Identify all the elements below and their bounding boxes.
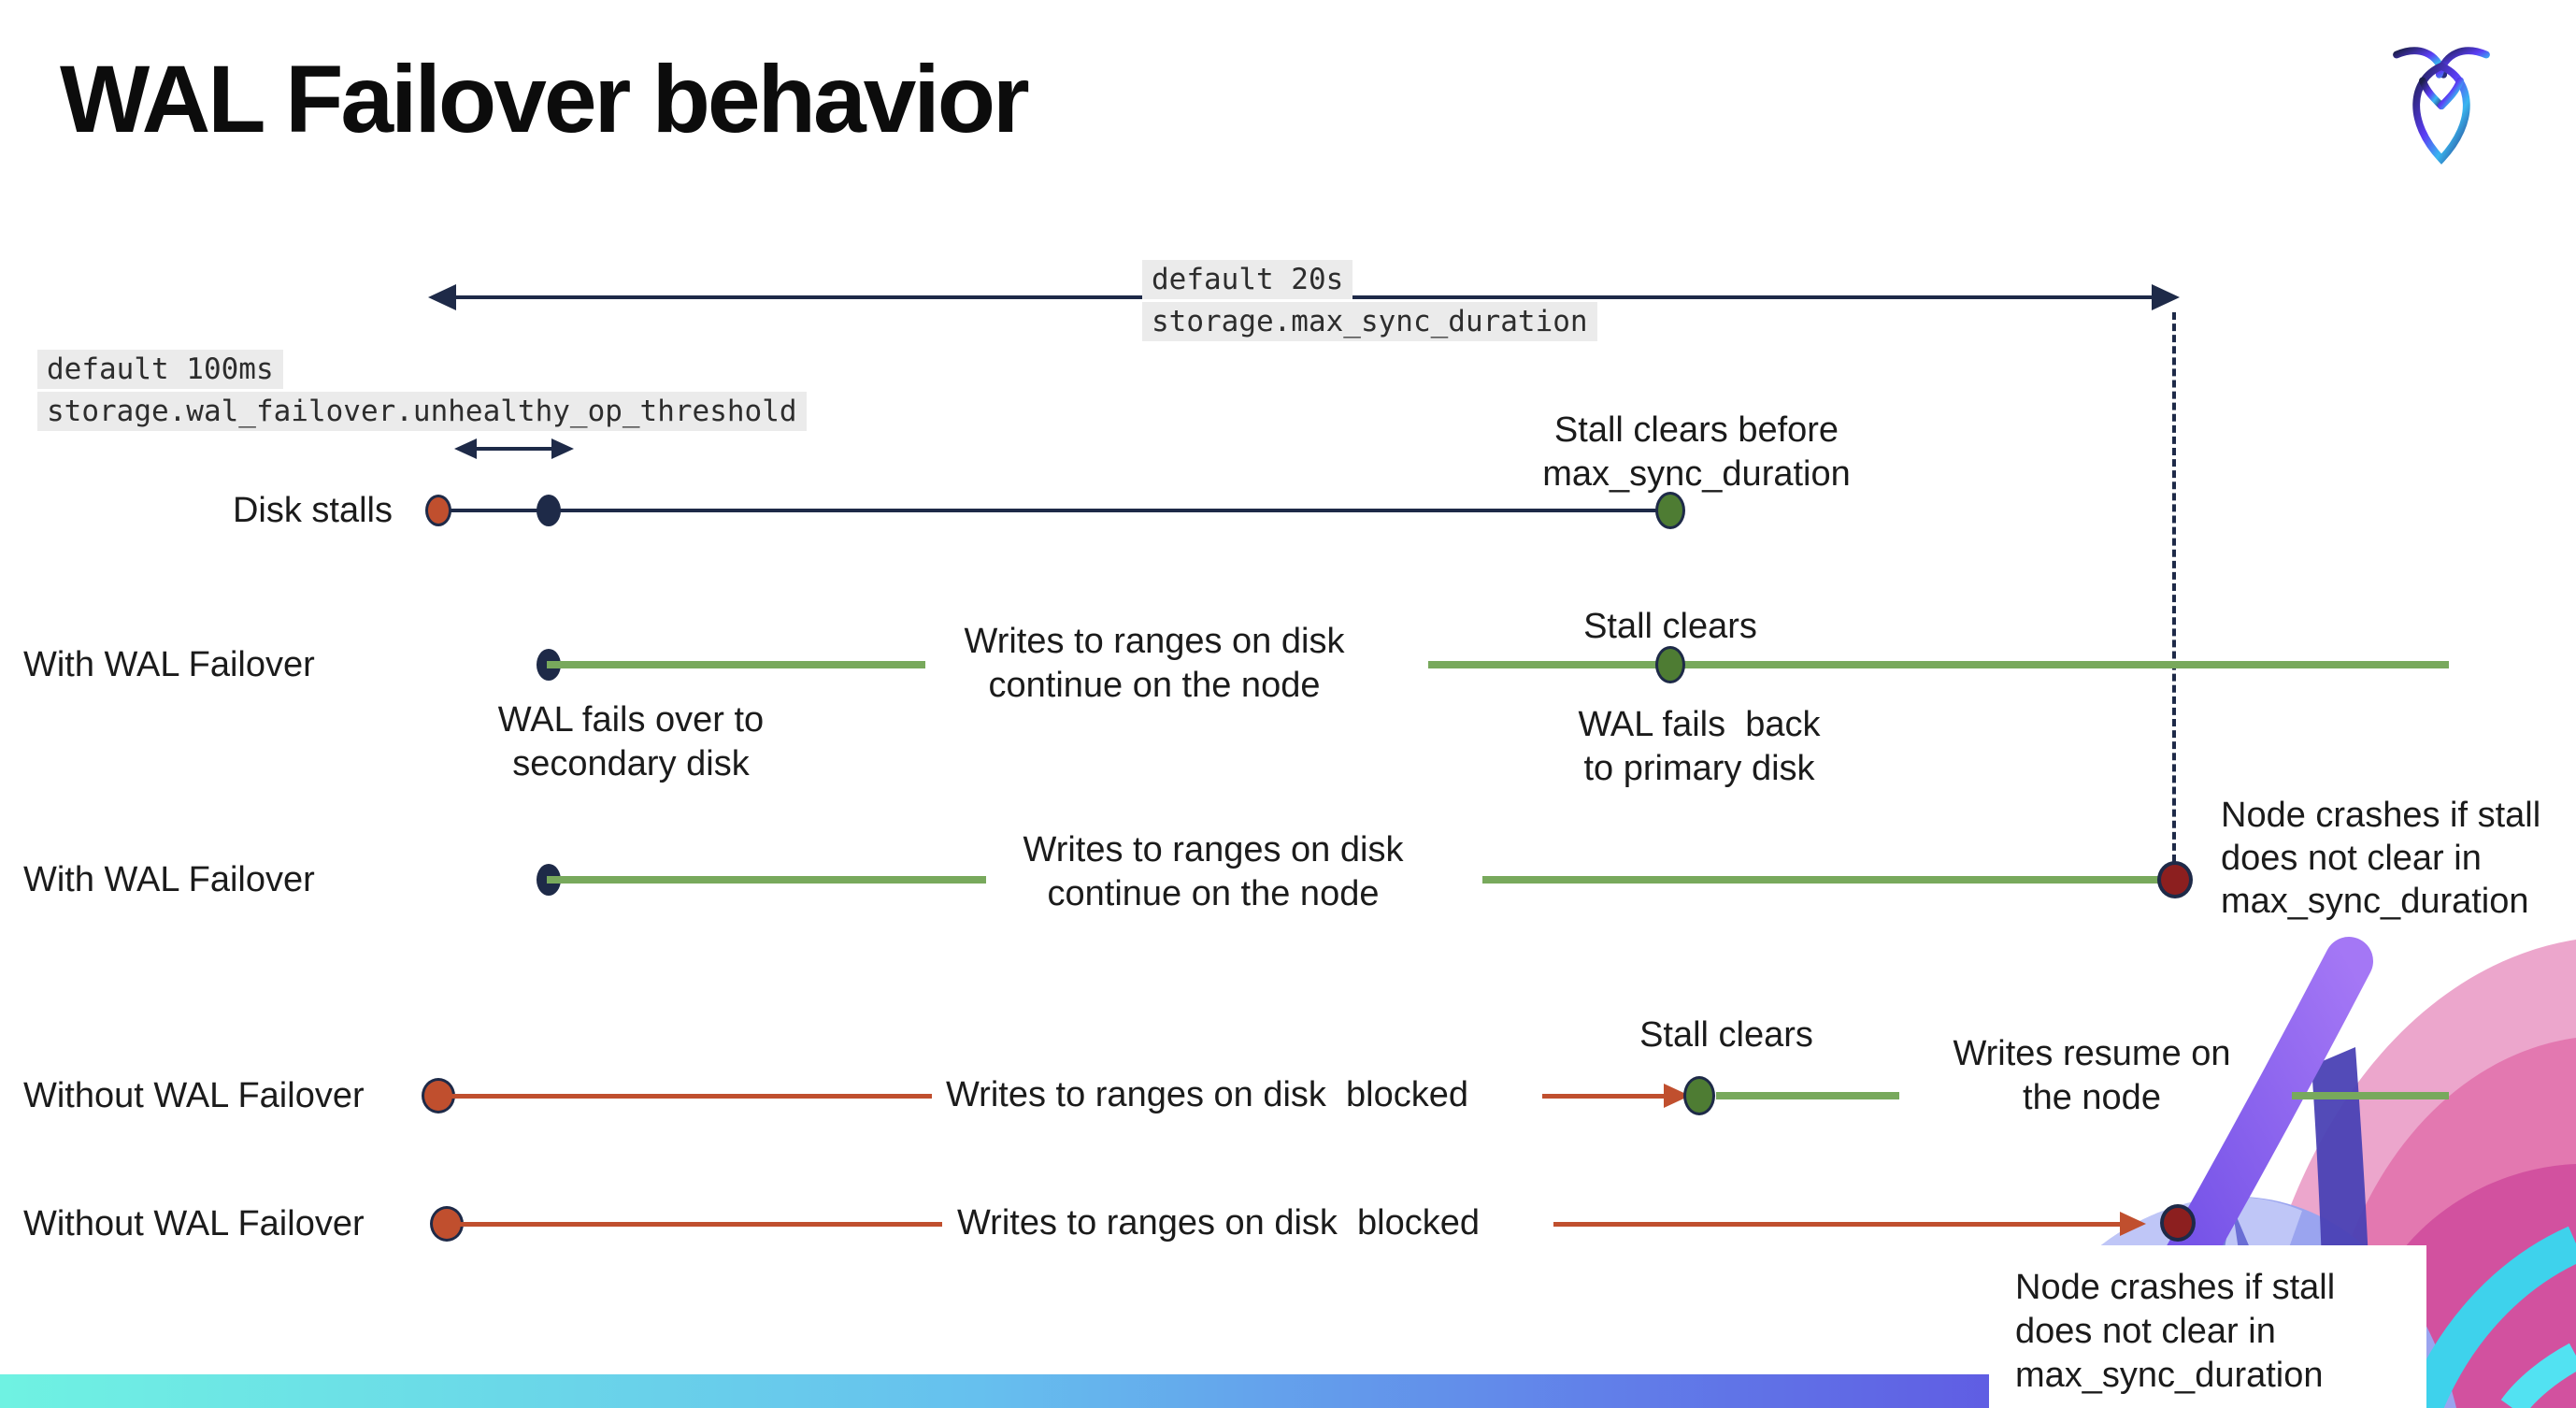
threshold-setting-name: storage.wal_failover.unhealthy_op_thresh… [37, 392, 807, 431]
writes-blocked-note-1: Writes to ranges on disk blocked [946, 1075, 1469, 1114]
wal-fails-over-note: WAL fails over to secondary disk [463, 698, 799, 786]
wal-fails-over-line2: secondary disk [512, 744, 750, 783]
max-sync-default-value: default 20s [1142, 260, 1353, 299]
stall-clears-dot-2 [1655, 646, 1685, 683]
red-arrowhead-icon-2 [2120, 1212, 2146, 1236]
writes-blocked-line-a [438, 1094, 932, 1099]
row-label-with-wal-failover-1: With WAL Failover [23, 645, 315, 684]
disk-stall-timeline [438, 509, 1671, 512]
node-crash-1-line1: Node crashes if stall [2221, 796, 2541, 835]
threshold-span-line [467, 447, 553, 451]
stall-clears-before-line2: max_sync_duration [1542, 454, 1851, 494]
node-crash-note-2-box: Node crashes if stall does not clear in … [1989, 1245, 2426, 1408]
row-label-without-wal-failover-1: Without WAL Failover [23, 1076, 365, 1115]
node-crash-dot-1 [2157, 861, 2193, 898]
page-title: WAL Failover behavior [60, 46, 1030, 152]
writes-continue-line-a [547, 661, 925, 668]
node-crash-2-line3: max_sync_duration [2015, 1356, 2324, 1395]
writes-blocked-note-2: Writes to ranges on disk blocked [957, 1203, 1481, 1243]
stall-clears-label-1: Stall clears [1583, 607, 1757, 646]
stall-start-dot [425, 495, 451, 526]
threshold-dot [537, 495, 561, 526]
writes-resume-line1: Writes resume on [1953, 1034, 2231, 1073]
stall-clears-before-line1: Stall clears before [1553, 410, 1839, 450]
node-crash-2-line1: Node crashes if stall [2015, 1268, 2336, 1307]
writes-continue-2-line-b [1482, 876, 2161, 884]
stall-clears-before-note: Stall clears before max_sync_duration [1514, 409, 1879, 496]
small-arrowhead-left-icon [454, 438, 477, 459]
wal-fails-back-line2: to primary disk [1583, 749, 1815, 788]
writes-resume-line2: the node [2023, 1078, 2161, 1117]
writes-blocked-line-b [1542, 1094, 1671, 1099]
max-sync-setting-name: storage.max_sync_duration [1142, 302, 1597, 341]
writes-blocked-2-line-b [1553, 1222, 2122, 1227]
writes-continue-note-2: Writes to ranges on disk continue on the… [998, 828, 1428, 916]
node-crash-dot-2 [2160, 1204, 2196, 1242]
wal-fails-back-note: WAL fails back to primary disk [1540, 703, 1858, 791]
writes-continue-2-line2: continue on the node [1047, 874, 1380, 913]
node-crash-1-line3: max_sync_duration [2221, 882, 2529, 921]
row-label-disk-stalls: Disk stalls [232, 491, 393, 530]
writes-continue-line1: Writes to ranges on disk [964, 622, 1345, 661]
arrowhead-right-icon [2152, 284, 2180, 310]
writes-resume-line-a [1716, 1092, 1899, 1099]
writes-continue-2-line-a [547, 876, 986, 884]
writes-blocked-2-line-a [447, 1222, 942, 1227]
writes-continue-2-line1: Writes to ranges on disk [1023, 830, 1404, 869]
writes-continue-line-b [1428, 661, 2449, 668]
threshold-default-value: default 100ms [37, 350, 283, 389]
stall-clears-label-2: Stall clears [1639, 1015, 1813, 1055]
node-crash-note-1: Node crashes if stall does not clear in … [2221, 794, 2576, 923]
wal-fails-back-line1: WAL fails back [1578, 705, 1821, 744]
writes-continue-line2: continue on the node [988, 666, 1321, 705]
row-label-with-wal-failover-2: With WAL Failover [23, 860, 315, 899]
writes-resume-line-b [2292, 1092, 2449, 1099]
max-sync-deadline-dashed-line [2172, 312, 2176, 862]
stall-clears-dot-3 [1683, 1076, 1715, 1115]
stall-clears-dot [1655, 492, 1685, 529]
row-label-without-wal-failover-2: Without WAL Failover [23, 1204, 365, 1243]
max-sync-duration-label: default 20s storage.max_sync_duration [1142, 260, 1597, 341]
small-arrowhead-right-icon [551, 438, 574, 459]
cockroachdb-logo-icon [2393, 47, 2490, 165]
threshold-label: default 100ms storage.wal_failover.unhea… [37, 350, 807, 431]
writes-resume-note: Writes resume on the node [1924, 1032, 2260, 1120]
node-crash-2-line2: does not clear in [2015, 1312, 2276, 1351]
arrowhead-left-icon [428, 284, 456, 310]
node-crash-1-line2: does not clear in [2221, 839, 2482, 878]
wal-fails-over-line1: WAL fails over to [497, 700, 765, 740]
writes-continue-note-1: Writes to ranges on disk continue on the… [939, 620, 1369, 708]
